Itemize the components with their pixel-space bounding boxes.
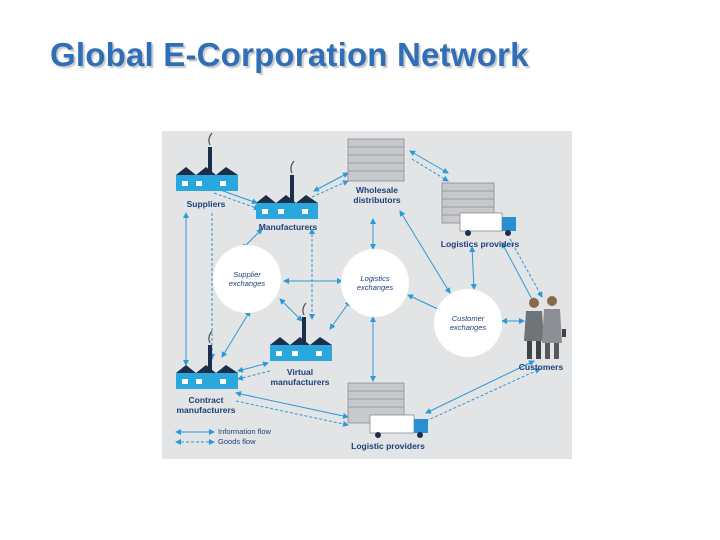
wholesale-warehouse-icon: [347, 138, 405, 182]
manufacturers-factory-icon: [256, 160, 318, 219]
legend-information-flow-label: Information flow: [218, 427, 271, 436]
truck-top-icon: [459, 212, 516, 236]
diagram-panel: Suppliers Manufacturers Wholesale distri…: [162, 131, 572, 459]
logistics-providers-top-label: Logistics providers: [440, 239, 520, 249]
logistics-exchange-node: [341, 249, 409, 317]
customers-people-icon: [524, 296, 566, 359]
virtual-manufacturers-label: Virtual manufacturers: [270, 367, 330, 387]
customer-exchange-node: [434, 289, 502, 357]
truck-bottom-icon: [369, 414, 428, 438]
manufacturers-label: Manufacturers: [258, 222, 318, 232]
network-diagram: [175, 132, 566, 445]
wholesale-distributors-label: Wholesale distributors: [353, 185, 401, 205]
customer-exchanges-label: Customer exchanges: [449, 314, 487, 332]
virtual-manufacturers-factory-icon: [270, 302, 332, 361]
logistics-exchanges-label: Logistics exchanges: [356, 274, 394, 292]
legend-goods-flow-label: Goods flow: [218, 437, 256, 446]
contract-manufacturers-factory-icon: [176, 330, 238, 389]
page-title: Global E-Corporation Network: [50, 36, 529, 73]
logistic-providers-bottom-label: Logistic providers: [351, 441, 425, 451]
supplier-exchanges-label: Supplier exchanges: [228, 270, 266, 288]
contract-manufacturers-label: Contract manufacturers: [176, 395, 236, 415]
suppliers-label: Suppliers: [186, 199, 226, 209]
customers-label: Customers: [518, 362, 564, 372]
supplier-exchange-node: [213, 245, 281, 313]
legend: [175, 429, 215, 445]
suppliers-factory-icon: [176, 132, 238, 191]
flow-arrows: [183, 150, 543, 427]
